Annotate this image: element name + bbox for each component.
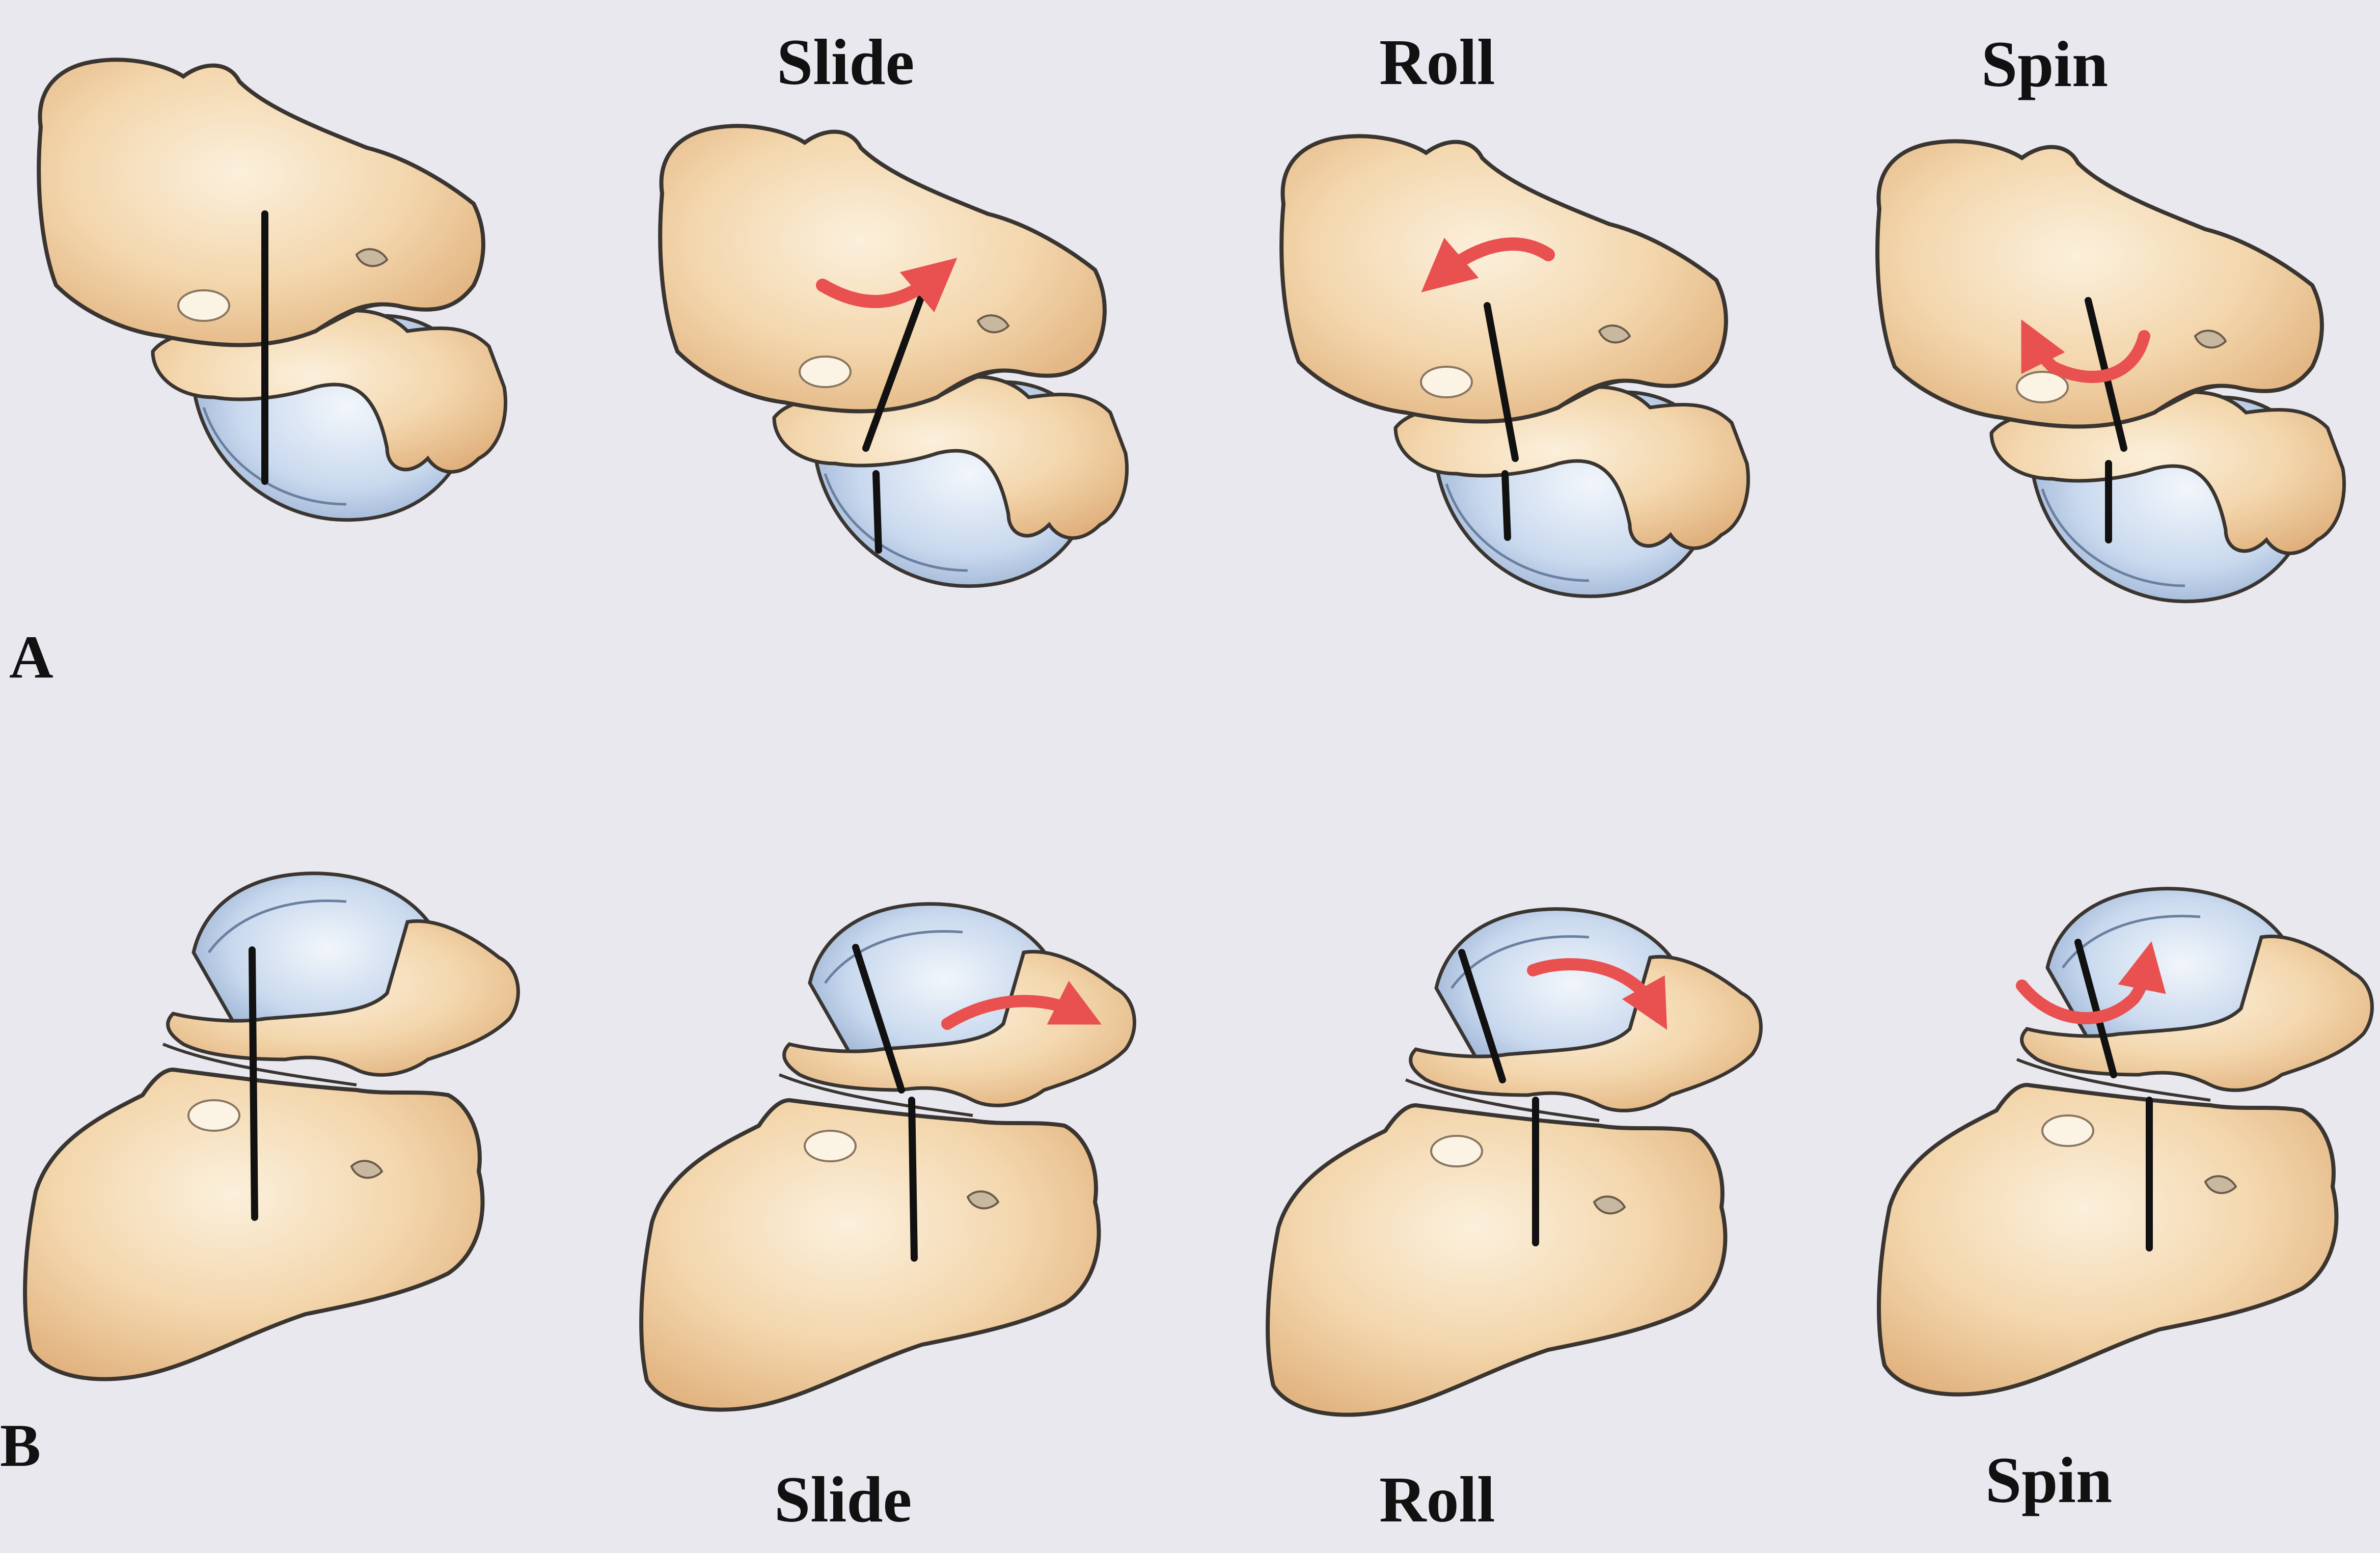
bone-b-spin — [1879, 889, 2372, 1395]
axis-line-b-neutral — [252, 950, 255, 1217]
bone-a-roll — [1281, 136, 1748, 596]
bone-a-neutral — [39, 60, 505, 520]
axis-line-b-slide-lower — [912, 1100, 914, 1258]
bone-b-roll — [1268, 909, 1761, 1415]
axis-line-a-slide-lower — [876, 474, 879, 550]
bone-a-slide — [660, 126, 1127, 586]
bone-b-neutral — [25, 874, 518, 1379]
axis-line-a-roll-lower — [1505, 474, 1508, 537]
bone-b-slide — [641, 904, 1134, 1410]
